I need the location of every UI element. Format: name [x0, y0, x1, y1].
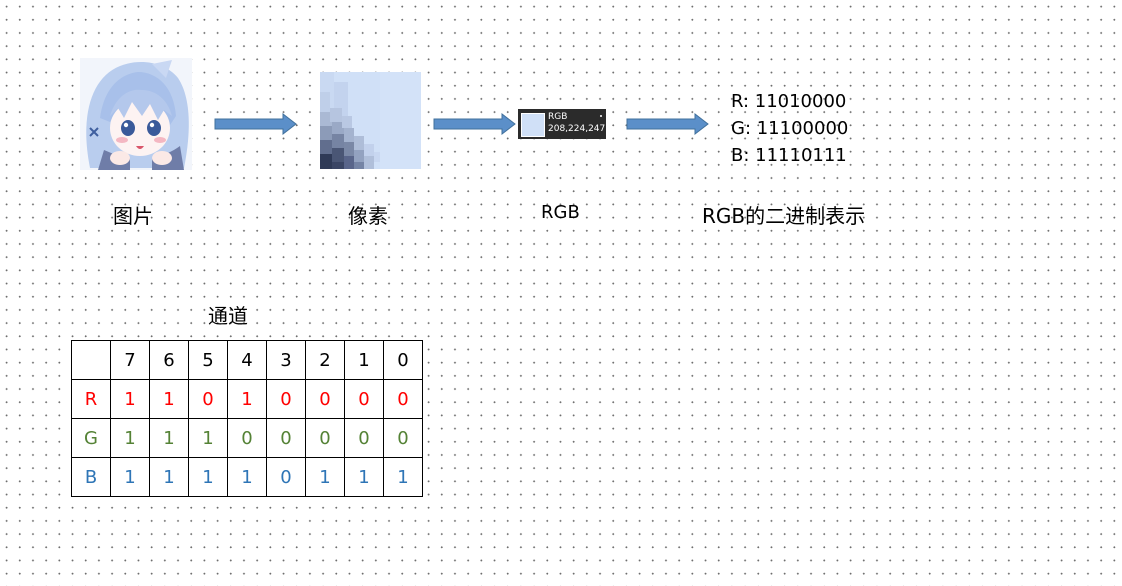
binary-g: G: 11100000	[731, 118, 849, 139]
bit-cell: 0	[383, 418, 423, 458]
bit-cell: 1	[188, 457, 228, 497]
header-cell: 1	[344, 340, 384, 380]
bit-cell: 0	[266, 379, 306, 419]
bit-cell: 0	[344, 379, 384, 419]
bit-cell: 0	[344, 418, 384, 458]
bit-cell: 0	[305, 379, 345, 419]
table-header-row: 7 6 5 4 3 2 1 0	[71, 340, 423, 380]
header-cell: 5	[188, 340, 228, 380]
bit-cell: 1	[227, 457, 267, 497]
right-arrow-icon	[626, 113, 709, 135]
pixel-zoom-image	[320, 72, 421, 169]
color-picker-value: 208,224,247	[548, 124, 606, 134]
picker-dot-icon	[600, 115, 602, 117]
bit-cell: 1	[383, 457, 423, 497]
caption-channel: 通道	[208, 304, 248, 328]
header-cell: 6	[149, 340, 189, 380]
bit-cell: 1	[305, 457, 345, 497]
header-cell: 3	[266, 340, 306, 380]
binary-b: B: 11110111	[731, 145, 847, 166]
bit-cell: 1	[110, 379, 150, 419]
header-cell: 0	[383, 340, 423, 380]
bit-cell: 1	[149, 457, 189, 497]
bit-cell: 1	[149, 379, 189, 419]
bit-cell: 1	[344, 457, 384, 497]
table-row-r: R 1 1 0 1 0 0 0 0	[71, 379, 423, 419]
row-label: G	[71, 418, 111, 458]
table-row-b: B 1 1 1 1 0 1 1 1	[71, 457, 423, 497]
color-picker-readout: RGB 208,224,247	[518, 109, 606, 139]
binary-r: R: 11010000	[731, 91, 847, 112]
bit-cell: 0	[266, 418, 306, 458]
bit-cell: 0	[266, 457, 306, 497]
bit-cell: 0	[305, 418, 345, 458]
row-label: B	[71, 457, 111, 497]
bit-cell: 0	[227, 418, 267, 458]
bit-cell: 1	[110, 457, 150, 497]
channel-bits-table: 7 6 5 4 3 2 1 0 R 1 1 0 1 0 0 0 0 G 1 1 …	[71, 340, 423, 497]
anime-character-image	[80, 58, 192, 170]
right-arrow-icon	[214, 113, 297, 135]
header-cell: 4	[227, 340, 267, 380]
caption-binary: RGB的二进制表示	[702, 204, 866, 228]
row-label: R	[71, 379, 111, 419]
bit-cell: 1	[188, 418, 228, 458]
color-picker-label: RGB	[548, 112, 568, 122]
caption-rgb: RGB	[541, 202, 580, 223]
header-cell: 7	[110, 340, 150, 380]
bit-cell: 0	[383, 379, 423, 419]
table-row-g: G 1 1 1 0 0 0 0 0	[71, 418, 423, 458]
color-swatch	[521, 113, 545, 137]
caption-pixel: 像素	[348, 204, 388, 228]
bit-cell: 0	[188, 379, 228, 419]
bit-cell: 1	[227, 379, 267, 419]
header-cell	[71, 340, 111, 380]
bit-cell: 1	[110, 418, 150, 458]
bit-cell: 1	[149, 418, 189, 458]
right-arrow-icon	[433, 113, 516, 135]
header-cell: 2	[305, 340, 345, 380]
caption-image: 图片	[113, 204, 153, 228]
binary-values: R: 11010000 G: 11100000 B: 11110111	[731, 88, 848, 169]
